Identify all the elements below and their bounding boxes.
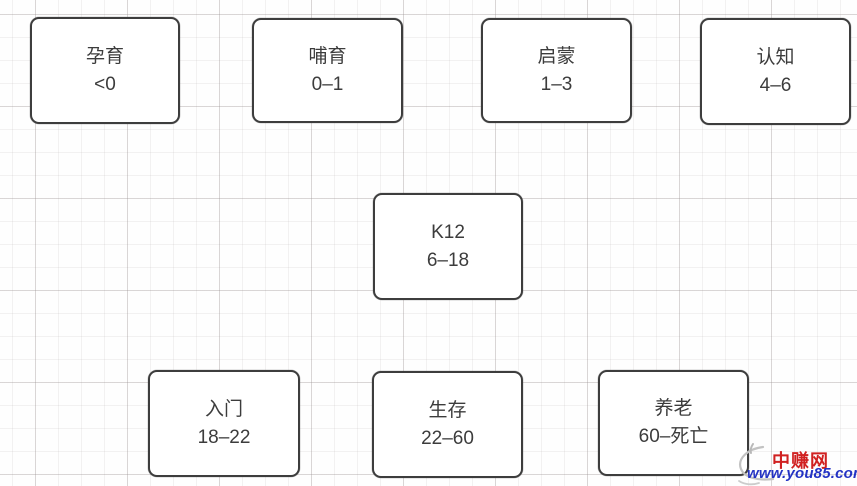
diagram-node-nursing: 哺育 0–1 — [252, 18, 403, 123]
node-label: K12 — [431, 221, 465, 243]
diagram-node-entry: 入门 18–22 — [148, 370, 300, 477]
node-label: 认知 — [756, 46, 795, 68]
node-range: 22–60 — [421, 427, 474, 449]
node-range: 60–死亡 — [638, 426, 709, 447]
node-range: <0 — [94, 73, 116, 95]
node-label: 入门 — [204, 398, 243, 420]
watermark-swoosh-icon — [738, 443, 775, 486]
node-label: 启蒙 — [537, 45, 576, 67]
diagram-node-survival: 生存 22–60 — [372, 371, 523, 478]
node-label: 养老 — [654, 398, 693, 419]
node-range: 6–18 — [426, 249, 470, 271]
node-label: 哺育 — [308, 45, 347, 67]
diagram-node-k12: K12 6–18 — [373, 193, 523, 300]
node-range: 4–6 — [759, 74, 792, 96]
diagram-node-pregnancy: 孕育 <0 — [30, 17, 180, 124]
node-label: 生存 — [428, 399, 467, 421]
watermark-site-name: 中赚网 — [772, 451, 829, 471]
node-range: 0–1 — [311, 73, 344, 95]
diagram-node-cognition: 认知 4–6 — [700, 18, 851, 125]
node-label: 孕育 — [85, 45, 124, 67]
watermark-site-url: www.you85.com — [747, 465, 857, 482]
node-range: 1–3 — [540, 73, 573, 95]
diagram-node-enlightenment: 启蒙 1–3 — [481, 18, 632, 123]
node-range: 18–22 — [197, 426, 251, 448]
diagram-node-retirement: 养老 60–死亡 — [598, 370, 749, 476]
